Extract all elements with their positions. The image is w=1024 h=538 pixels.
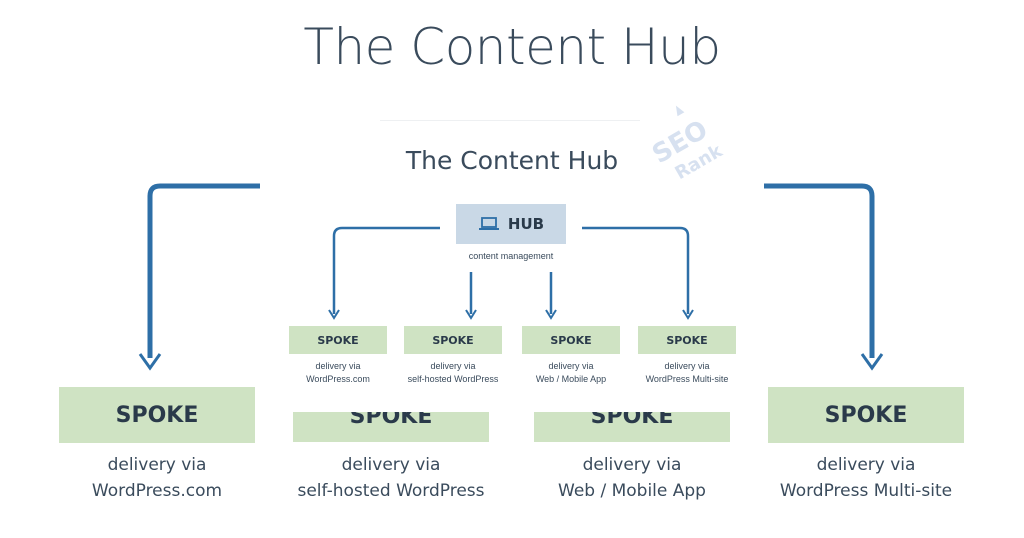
hub-sublabel: content management bbox=[468, 251, 554, 261]
caption-line: self-hosted WordPress bbox=[297, 481, 485, 501]
large-spoke-1-caption: delivery via WordPress.com bbox=[37, 452, 277, 504]
small-spoke-1-caption: delivery via WordPress.com bbox=[268, 360, 408, 386]
caption-line: WordPress Multi-site bbox=[779, 481, 953, 501]
arrowhead-outer-right bbox=[860, 353, 884, 371]
small-spoke-3-caption: delivery via Web / Mobile App bbox=[501, 360, 641, 386]
page-title: The Content Hub bbox=[303, 18, 721, 76]
arrow-inner-1 bbox=[332, 226, 440, 314]
caption-line: Web / Mobile App bbox=[558, 481, 706, 501]
caption-line: delivery via bbox=[315, 361, 361, 371]
large-spoke-2-caption: delivery via self-hosted WordPress bbox=[271, 452, 511, 504]
caption-line: WordPress Multi-site bbox=[645, 374, 729, 384]
caption-line: self-hosted WordPress bbox=[407, 374, 499, 384]
arrowhead-inner-2 bbox=[465, 309, 477, 320]
divider bbox=[380, 120, 640, 121]
small-spoke-2: SPOKE bbox=[404, 326, 502, 354]
large-spoke-1: SPOKE bbox=[59, 387, 255, 443]
hub-label: HUB bbox=[507, 215, 545, 233]
large-spoke-3-caption: delivery via Web / Mobile App bbox=[512, 452, 752, 504]
laptop-icon bbox=[478, 217, 499, 230]
caption-line: WordPress.com bbox=[306, 374, 370, 384]
large-spoke-4-caption: delivery via WordPress Multi-site bbox=[746, 452, 986, 504]
large-spoke-3: SPOKE bbox=[534, 412, 730, 442]
large-spoke-4: SPOKE bbox=[768, 387, 964, 443]
small-spoke-1: SPOKE bbox=[289, 326, 387, 354]
arrowhead-inner-1 bbox=[328, 309, 340, 320]
caption-line: delivery via bbox=[430, 361, 476, 371]
hub-box: HUB bbox=[456, 204, 566, 244]
caption-line: delivery via bbox=[582, 455, 682, 475]
caption-line: delivery via bbox=[548, 361, 594, 371]
watermark-logo: SEO Rank bbox=[647, 105, 727, 184]
arrowhead-outer-left bbox=[138, 353, 162, 371]
arrowhead-inner-3 bbox=[545, 309, 557, 320]
large-spoke-2: SPOKE bbox=[293, 412, 489, 442]
small-spoke-4-caption: delivery via WordPress Multi-site bbox=[617, 360, 757, 386]
caption-line: WordPress.com bbox=[91, 481, 223, 501]
caption-line: delivery via bbox=[664, 361, 710, 371]
small-spoke-4: SPOKE bbox=[638, 326, 736, 354]
arrowhead-inner-4 bbox=[682, 309, 694, 320]
small-spoke-3: SPOKE bbox=[522, 326, 620, 354]
caption-line: delivery via bbox=[816, 455, 916, 475]
caption-line: Web / Mobile App bbox=[535, 374, 607, 384]
large-spoke-3-label: SPOKE bbox=[590, 412, 674, 429]
arrow-inner-4 bbox=[582, 226, 690, 314]
arrow-outer-right bbox=[764, 183, 875, 358]
caption-line: delivery via bbox=[107, 455, 207, 475]
small-spoke-2-caption: delivery via self-hosted WordPress bbox=[383, 360, 523, 386]
arrow-outer-left bbox=[147, 183, 260, 358]
caption-line: delivery via bbox=[341, 455, 441, 475]
large-spoke-2-label: SPOKE bbox=[349, 412, 433, 429]
diagram-title: The Content Hub bbox=[405, 146, 619, 175]
